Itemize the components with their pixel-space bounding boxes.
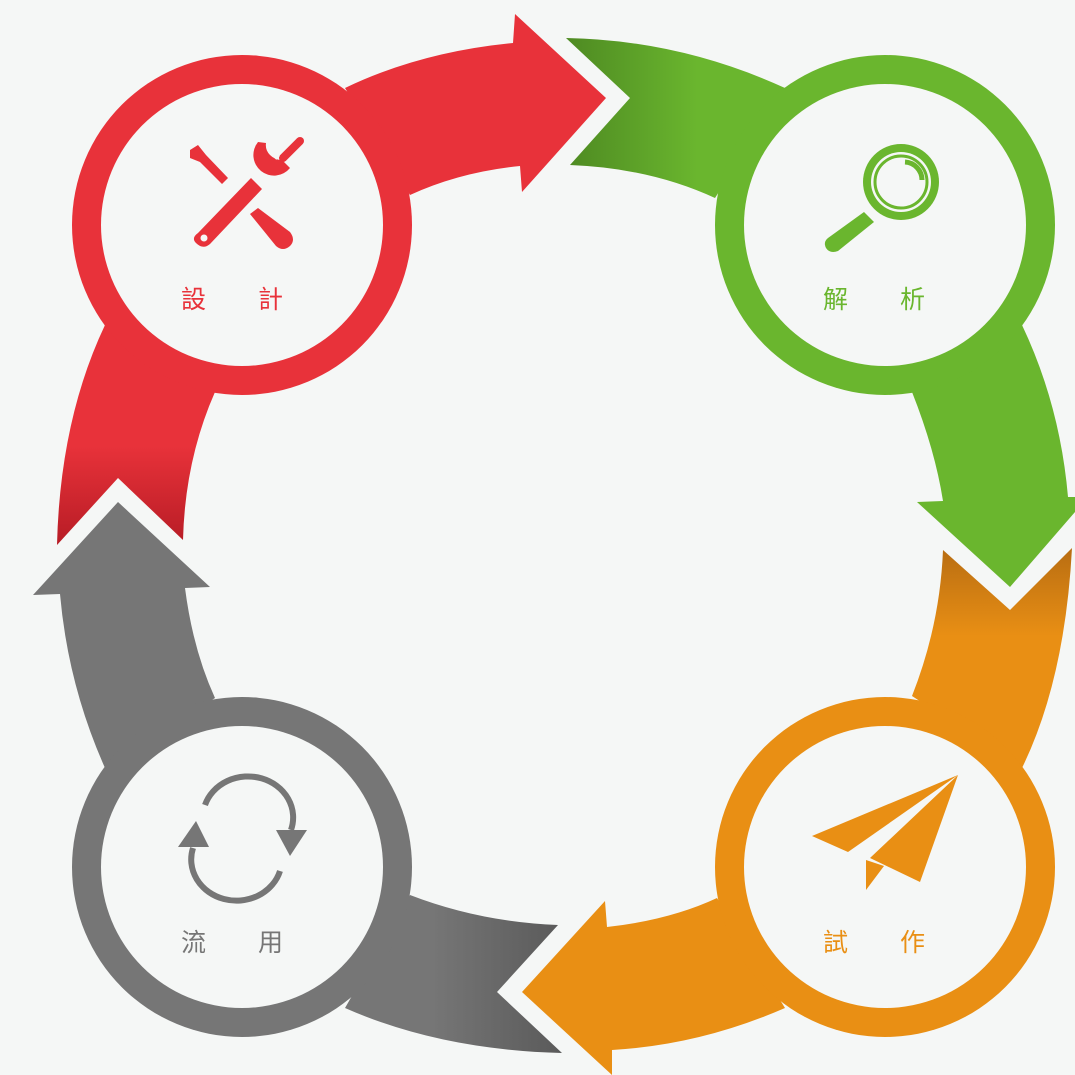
- ring-inner-reuse: [101, 726, 383, 1008]
- node-analysis: [715, 55, 1055, 395]
- refresh-icon: [178, 773, 307, 904]
- label-design: 設 計: [181, 285, 305, 314]
- tools-icon: [190, 137, 304, 249]
- node-prototype: [715, 697, 1055, 1037]
- arrow-prototype-to-reuse: [522, 898, 785, 1075]
- magnifier-icon: [824, 144, 939, 252]
- arrow-reuse-to-design: [33, 502, 215, 768]
- arrow-analysis-to-prototype: [912, 325, 1075, 587]
- ring-inner-prototype: [744, 726, 1026, 1008]
- node-reuse: [72, 697, 412, 1037]
- arrow-reuse-to-design-bottom: [345, 895, 562, 1053]
- ring-inner-analysis: [744, 84, 1026, 366]
- node-design: [72, 55, 412, 395]
- paper-plane-icon: [812, 775, 958, 890]
- label-analysis: 解 析: [823, 285, 947, 314]
- label-reuse: 流 用: [181, 928, 305, 957]
- ring-inner-design: [101, 84, 383, 366]
- arrow-design-to-analysis: [345, 14, 606, 195]
- label-prototype: 試 作: [823, 928, 947, 957]
